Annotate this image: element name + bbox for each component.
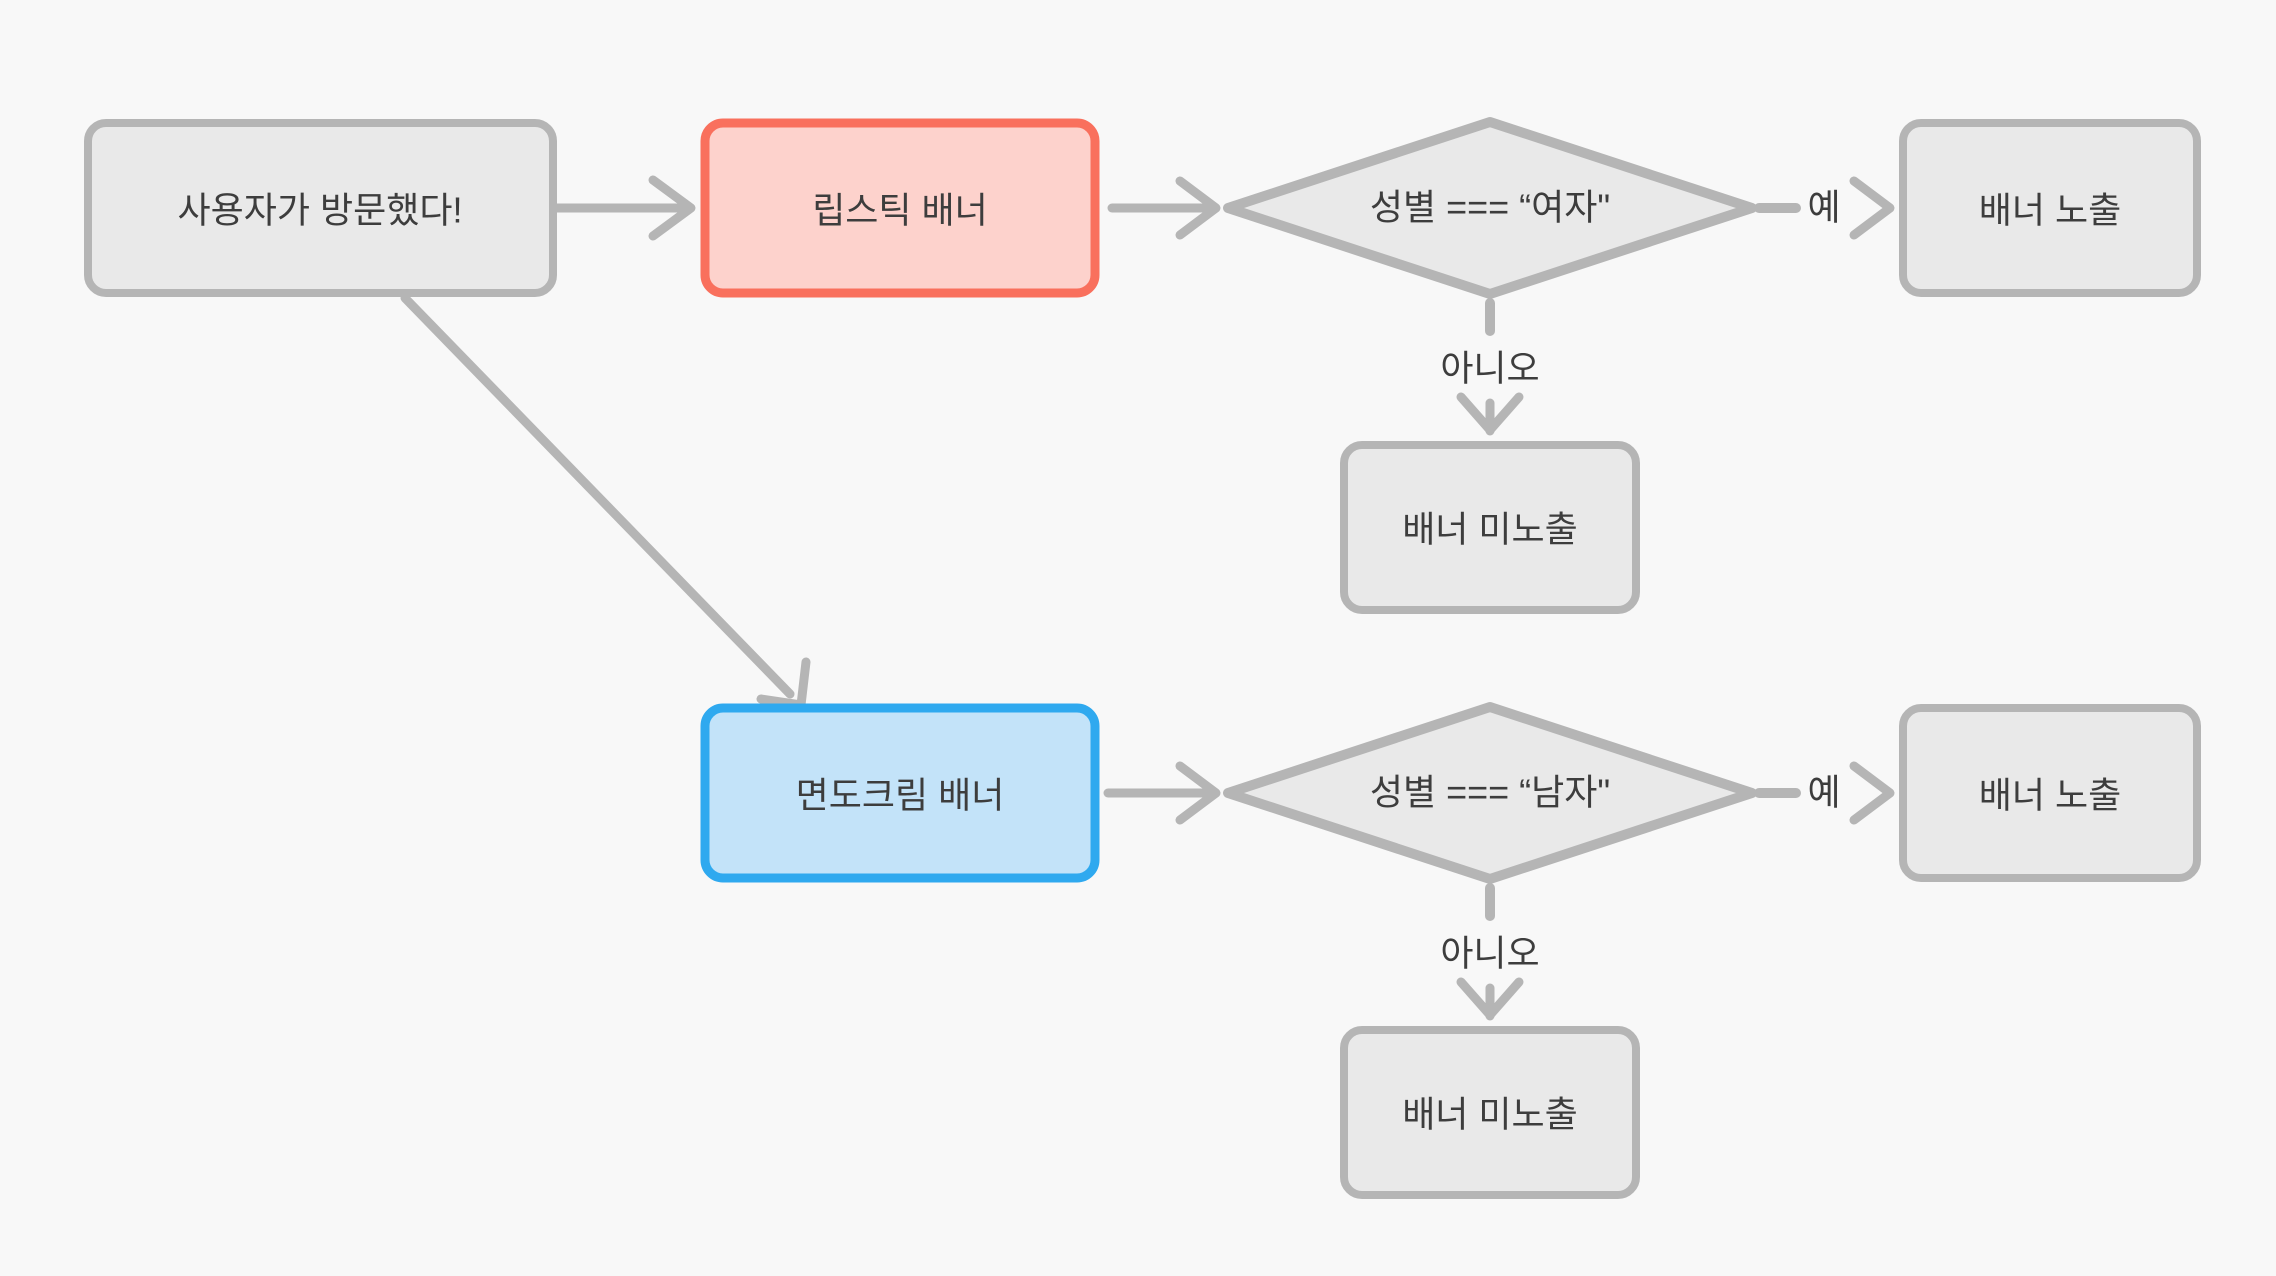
arrow-down-icon [1456, 977, 1524, 1020]
node-banner-shown-male-shape [1899, 704, 2201, 882]
node-banner-not-shown-female-label: 배너 미노출 [1402, 509, 1578, 550]
node-gender-is-female-label: 성별 === “여자" [1370, 187, 1610, 228]
node-banner-not-shown-male: 배너 미노출 [1340, 1026, 1640, 1199]
node-lipstick-banner-shape [700, 118, 1100, 298]
node-banner-not-shown-male-label: 배너 미노출 [1402, 1094, 1578, 1135]
edge-label-no: 아니오 [1440, 933, 1539, 974]
arrow-down-icon [1456, 392, 1524, 435]
node-gender-is-female-shape [1223, 117, 1757, 299]
arrow-right-icon [1175, 176, 1221, 240]
node-gender-is-male: 성별 === “남자" [1223, 702, 1757, 884]
node-start-label: 사용자가 방문했다! [178, 190, 463, 231]
edge-male-yes: 예 [1754, 761, 1895, 825]
arrow-right-icon [1849, 761, 1895, 825]
edge-female-yes: 예 [1754, 176, 1895, 240]
node-start: 사용자가 방문했다! [84, 119, 557, 297]
edge-start-to-shaving-cream [400, 293, 811, 710]
node-banner-shown-female: 배너 노출 [1899, 119, 2201, 297]
edge-label-yes: 예 [1807, 772, 1840, 813]
node-banner-shown-female-shape [1899, 119, 2201, 297]
node-gender-is-male-label: 성별 === “남자" [1370, 772, 1610, 813]
edge-start-to-lipstick [551, 175, 696, 241]
arrow-right-icon [648, 175, 696, 241]
node-banner-not-shown-female: 배너 미노출 [1340, 441, 1640, 614]
node-banner-shown-female-label: 배너 노출 [1979, 190, 2121, 231]
edge-label-no: 아니오 [1440, 348, 1539, 389]
node-gender-is-male-shape [1223, 702, 1757, 884]
edge-line [400, 293, 795, 699]
edge-lipstick-to-female-check [1107, 176, 1221, 240]
node-banner-shown-male: 배너 노출 [1899, 704, 2201, 882]
node-banner-shown-male-label: 배너 노출 [1979, 775, 2121, 816]
node-lipstick-banner: 립스틱 배너 [700, 118, 1100, 298]
edge-female-no: 아니오 [1440, 298, 1540, 436]
node-start-shape [84, 119, 557, 297]
node-shaving-cream-banner-label: 면도크림 배너 [796, 775, 1005, 816]
edge-male-no: 아니오 [1440, 883, 1540, 1021]
node-shaving-cream-banner-shape [700, 703, 1100, 883]
edge-shaving-cream-to-male-check [1103, 761, 1221, 825]
node-banner-not-shown-female-shape [1340, 441, 1640, 614]
node-shaving-cream-banner: 면도크림 배너 [700, 703, 1100, 883]
node-gender-is-female: 성별 === “여자" [1223, 117, 1757, 299]
arrow-right-icon [1175, 761, 1221, 825]
node-lipstick-banner-label: 립스틱 배너 [812, 190, 988, 231]
edge-label-yes: 예 [1807, 187, 1840, 228]
arrow-right-icon [1849, 176, 1895, 240]
node-banner-not-shown-male-shape [1340, 1026, 1640, 1199]
